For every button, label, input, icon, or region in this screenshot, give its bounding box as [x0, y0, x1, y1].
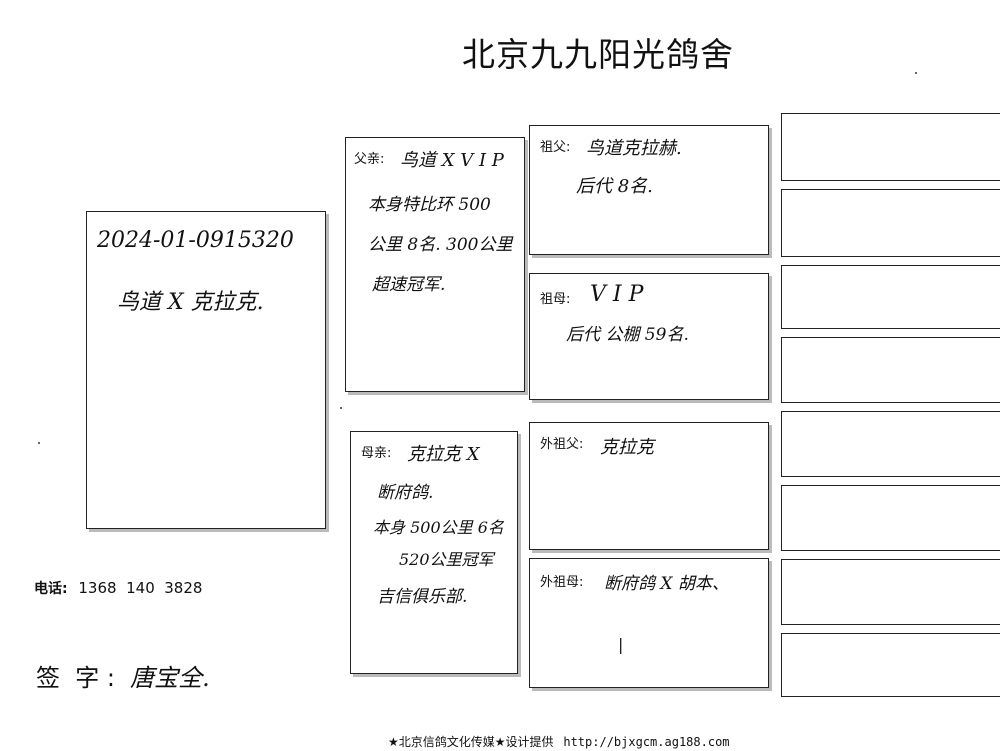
signature-label: 签 字 :: [36, 664, 115, 692]
great-grandparent-box: [781, 337, 1000, 403]
phone-label: 电话:: [34, 581, 68, 597]
mgm-line: 断府鸽 X 胡本、: [604, 574, 729, 594]
great-grandparent-box: [781, 633, 1000, 697]
pgf-line: 鸟道克拉赫.: [586, 138, 682, 159]
mgm-label: 外祖母:: [540, 575, 584, 590]
footer-text: ★北京信鸽文化传媒★设计提供: [388, 735, 554, 749]
page-title: 北京九九阳光鸽舍: [462, 35, 734, 74]
mgm-line: |: [618, 635, 624, 654]
pgm-line: 后代 公棚 59名.: [566, 325, 689, 345]
great-grandparent-box: [781, 485, 1000, 551]
great-grandparent-box: [781, 189, 1000, 257]
ring-number: 2024-01-0915320: [97, 228, 294, 253]
maternal-grandfather-box: 外祖父: 克拉克: [529, 422, 769, 550]
bird-breed: 鸟道 X 克拉克.: [117, 290, 264, 315]
paternal-grandfather-box: 祖父: 鸟道克拉赫. 后代 8名.: [529, 125, 769, 255]
mother-box: 母亲: 克拉克 X 断府鸽. 本身 500公里 6名 520公里冠军 吉信俱乐部…: [350, 431, 518, 674]
great-grandparent-box: [781, 559, 1000, 625]
scan-speck: [340, 407, 342, 409]
scan-speck: [38, 442, 40, 444]
pgm-label: 祖母:: [540, 292, 571, 307]
bird-box: 2024-01-0915320 鸟道 X 克拉克.: [86, 211, 326, 529]
pgf-label: 祖父:: [540, 140, 571, 155]
phone-number: 1368 140 3828: [78, 579, 203, 597]
phone-row: 电话: 1368 140 3828: [34, 578, 202, 598]
mother-line: 吉信俱乐部.: [377, 587, 468, 607]
footer-url: http://bjxgcm.ag188.com: [563, 735, 730, 749]
mother-line: 520公里冠军: [399, 550, 494, 569]
paternal-grandmother-box: 祖母: V I P 后代 公棚 59名.: [529, 273, 769, 400]
father-box: 父亲: 鸟道 X V I P 本身特比环 500 公里 8名. 300公里 超速…: [345, 137, 525, 392]
signature-row: 签 字 : 唐宝全.: [36, 658, 210, 693]
father-line: 鸟道 X V I P: [400, 150, 504, 171]
great-grandparent-box: [781, 411, 1000, 477]
great-grandparent-box: [781, 265, 1000, 329]
father-line: 公里 8名. 300公里: [368, 235, 513, 255]
mgf-label: 外祖父:: [540, 437, 584, 452]
pgm-line: V I P: [590, 282, 644, 307]
footer: ★北京信鸽文化传媒★设计提供 http://bjxgcm.ag188.com: [388, 733, 730, 750]
mgf-line: 克拉克: [600, 437, 654, 458]
maternal-grandmother-box: 外祖母: 断府鸽 X 胡本、 |: [529, 558, 769, 688]
signature-name: 唐宝全.: [130, 664, 210, 692]
mother-line: 本身 500公里 6名: [373, 518, 504, 537]
father-label: 父亲:: [354, 152, 385, 167]
great-grandparent-box: [781, 113, 1000, 181]
father-line: 超速冠军.: [372, 275, 446, 295]
scan-speck: [915, 72, 917, 74]
father-line: 本身特比环 500: [368, 195, 491, 215]
mother-line: 断府鸽.: [377, 483, 434, 503]
mother-label: 母亲:: [361, 446, 392, 461]
pgf-line: 后代 8名.: [576, 176, 653, 197]
mother-line: 克拉克 X: [407, 444, 480, 465]
